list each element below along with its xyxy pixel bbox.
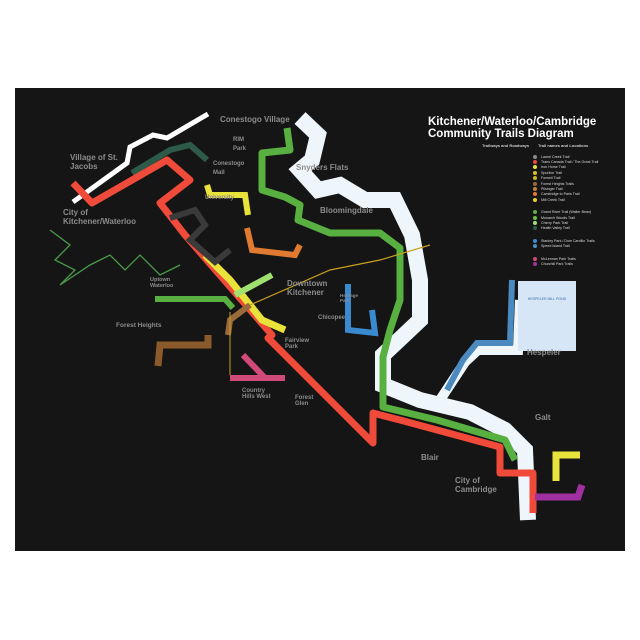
legend-swatch-icon [533,220,537,225]
place-chicopee: Chicopee [318,315,346,321]
trail-iron-horse [202,252,287,334]
legend-item: Trans Canada Trail / The Great Trail [533,159,599,165]
legend-item: Iron Horse Trail [533,165,598,170]
legend-label: Cherry Park Trail [541,220,568,225]
place-snyders-flats: Snyders Flats [296,163,349,172]
legend-swatch-icon [533,244,537,249]
legend-label: Churchill Park Trails [541,261,573,266]
place-heritage-park: Heritage Park [340,293,359,303]
trail-kw-network [49,229,181,286]
place-conestogo-mall: Conestogo Mall [213,161,245,176]
legend-swatch-icon [533,176,537,181]
place-kitchener-waterloo: City of Kitchener/Waterloo [63,208,137,226]
trail-cambridge-paris [244,227,303,259]
legend-swatch-icon [533,165,537,170]
legend-item: Cherry Park Trail [533,220,598,225]
place-bloomingdale: Bloomingdale [320,206,373,215]
legend-item: Spurline Trail [533,170,598,175]
legend-label: Forwell Trail [541,176,561,181]
place-forest-heights: Forest Heights [116,322,162,329]
legend-label: Cambridge to Paris Trail [541,192,580,197]
legend-item: Forest Heights Trails [533,181,598,186]
trail-speed-island [444,279,515,392]
place-country-hills-west: Country Hills West [242,388,271,400]
title-line-2: Community Trails Diagram [428,128,574,140]
legend-item: Grand River Trail (Walter Bean) [533,210,598,215]
place-uptown-waterloo: Uptown Waterloo [150,277,174,289]
trail-spurline [204,184,251,216]
legend-swatch-icon [533,238,537,243]
trail-cherry-park [233,272,274,298]
legend-header-right: Trail names and Locations [538,143,589,148]
trails-poster: Kitchener/Waterloo/Cambridge Community T… [15,88,625,551]
legend-swatch-icon [533,197,537,202]
place-forest-glen: Forest Glen [295,395,314,407]
legend-label: Speed Island Trail [541,244,570,249]
legend-label: Monarch Woods Trail [541,215,575,220]
legend-swatch-icon [533,256,537,261]
place-st-jacobs: Village of St. Jacobs [70,153,118,171]
legend-swatch-icon [533,170,537,175]
legend-item: Mill Creek Trail [533,197,598,202]
legend-swatch-icon [533,160,537,165]
legend-swatch-icon [533,187,537,192]
place-hespeler: Hespeler [527,348,561,357]
place-university: University [205,195,235,201]
legend-swatch-icon [533,261,537,266]
legend-item: Health Valley Trail [533,226,598,231]
legend-label: Health Valley Trail [541,226,570,231]
legend-label: Forest Heights Trails [541,181,574,186]
legend-label: Laurel Creek Trail [541,154,570,159]
trail-churchill [535,483,586,501]
place-downtown-kitchener: Downtown Kitchener [287,279,328,297]
legend-label: Spurline Trail [541,170,562,175]
legend-item: Pilsinger Trail [533,186,598,192]
trail-forest-heights [154,335,212,367]
trail-health-valley [130,141,209,176]
place-galt: Galt [535,413,551,422]
legend-item: Monarch Woods Trail [533,215,598,220]
legend-label: Iron Horse Trail [541,165,566,170]
legend-item: Churchill Park Trails [533,261,598,266]
title-line-1: Kitchener/Waterloo/Cambridge [428,116,597,128]
legend-swatch-icon [533,210,537,215]
legend-header-left: Trailways and Roadways [482,143,530,148]
legend-swatch-icon [533,215,537,220]
legend-swatch-icon [533,226,537,231]
trail-forwell [249,244,431,306]
trail-laurel-creek [169,206,232,266]
place-rim-park: RIM Park [233,137,247,152]
legend-item: Laurel Creek Trail [533,154,598,159]
legend-item: Cambridge to Paris Trail [533,192,598,197]
poster-title: Kitchener/Waterloo/Cambridge Community T… [428,116,596,140]
legend-item: McLennan Park Trails [533,256,598,261]
legend-item: Speed Island Trail [533,243,598,249]
legend-label: Pilsinger Trail [541,187,563,192]
legend-label: Trans Canada Trail / The Great Trail [541,160,599,165]
legend-item: Stanley Park / Dom Cardillo Trails [533,238,598,243]
trail-mill-creek [552,451,580,481]
legend-label: Mill Creek Trail [541,197,565,202]
grand-river-band [288,112,536,521]
grand-river [71,111,210,205]
place-blair: Blair [421,453,439,462]
legend-swatch-icon [533,154,537,159]
trail-map [49,111,586,521]
trail-trans-canada [70,156,537,513]
legend-swatch-icon [533,181,537,186]
hespeler-mill-pond: HESPELER MILL POND [518,281,576,351]
place-city-of-cambridge: City of Cambridge [455,476,497,494]
legend-item: Forwell Trail [533,176,598,181]
legend-label: Stanley Park / Dom Cardillo Trails [541,238,595,243]
trail-mclennan-branch [240,352,268,381]
legend-label: Grand River Trail (Walter Bean) [541,210,592,215]
legend-label: McLennan Park Trails [541,256,576,261]
trail-grand-river [258,127,519,462]
place-conestogo-village: Conestogo Village [220,115,290,124]
trail-stanley-park [345,284,379,337]
place-fairview-park: Fairview Park [285,338,310,350]
trail-monarch-woods [155,296,236,310]
legend-swatch-icon [533,192,537,197]
